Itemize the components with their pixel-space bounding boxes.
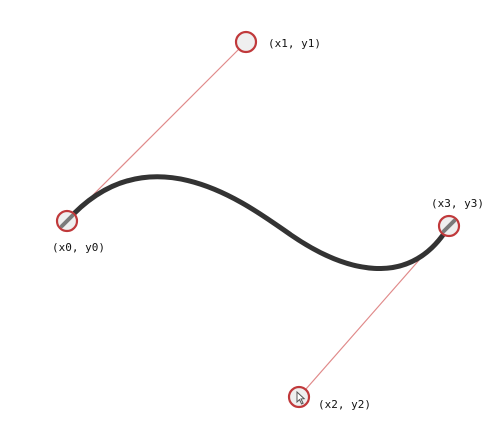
label-p3: (x3, y3) xyxy=(431,197,484,210)
bezier-curve xyxy=(64,174,452,272)
control-line-start xyxy=(66,41,247,222)
cursor-pointer-icon xyxy=(296,390,306,405)
label-p2: (x2, y2) xyxy=(318,398,371,411)
endpoint-marker-p3 xyxy=(442,219,456,233)
handle-p3[interactable] xyxy=(437,214,461,238)
handle-p0[interactable] xyxy=(55,209,79,233)
handle-ring-p1[interactable] xyxy=(234,30,258,54)
label-p1: (x1, y1) xyxy=(268,37,321,50)
handle-p1[interactable] xyxy=(234,30,258,54)
handle-p2[interactable] xyxy=(287,385,311,409)
label-p0: (x0, y0) xyxy=(52,241,105,254)
endpoint-marker-p0 xyxy=(60,214,74,228)
